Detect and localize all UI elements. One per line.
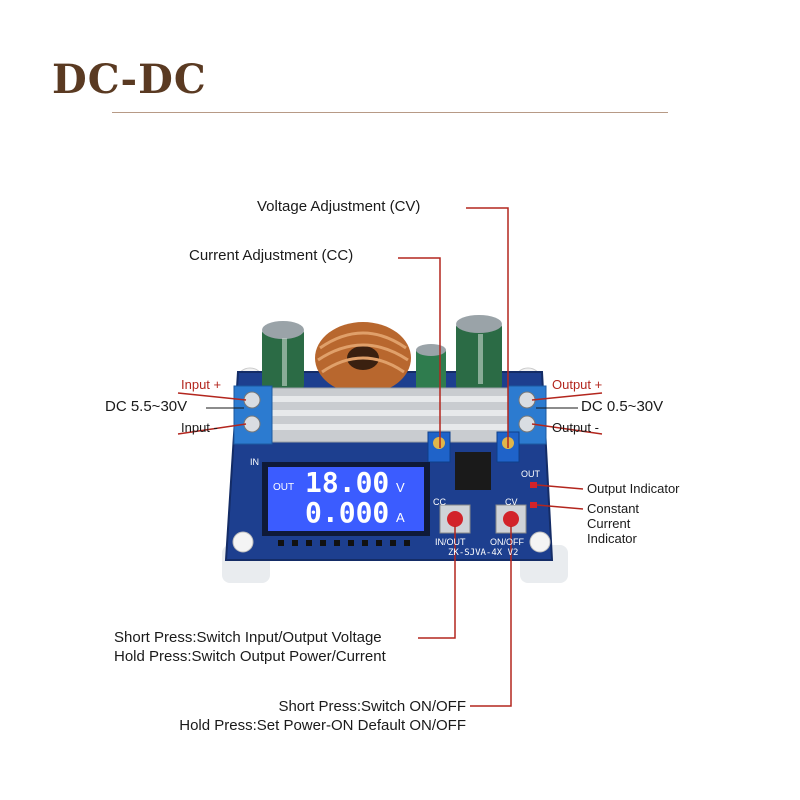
- cc-potentiometer: [427, 431, 451, 463]
- output-plus-label: Output +: [552, 377, 603, 392]
- output-range-label: DC 0.5~30V: [581, 398, 664, 415]
- output-minus-label: Output -: [552, 420, 599, 435]
- cc-indicator-line-3: Indicator: [587, 531, 637, 546]
- silk-in-out: IN/OUT: [435, 537, 466, 547]
- heatsink: [271, 387, 509, 443]
- left-button-hold-press: Hold Press:Switch Output Power/Current: [114, 648, 386, 665]
- silk-cc: CC: [433, 497, 446, 507]
- input-minus-label: Input -: [181, 420, 218, 435]
- right-button-hold-press: Hold Press:Set Power-ON Default ON/OFF: [179, 717, 466, 734]
- left-button-description: Short Press:Switch Input/Output Voltage …: [114, 628, 386, 666]
- left-button-short-press: Short Press:Switch Input/Output Voltage: [114, 629, 382, 646]
- output-indicator-label: Output Indicator: [587, 481, 680, 496]
- lcd-label: OUT: [273, 482, 295, 493]
- capacitor-right: [456, 315, 502, 390]
- lcd-voltage: 18.00: [305, 466, 390, 499]
- lcd-current-unit: A: [396, 510, 405, 525]
- lcd-display: [262, 462, 430, 536]
- silk-cv: CV: [505, 497, 518, 507]
- callout-lines: [177, 207, 603, 707]
- right-button-description: Short Press:Switch ON/OFF Hold Press:Set…: [156, 697, 466, 735]
- title-divider: [112, 112, 668, 113]
- cc-indicator-label: Constant Current Indicator: [587, 501, 639, 546]
- cc-indicator-line-2: Current: [587, 516, 631, 531]
- silk-on-off: ON/OFF: [490, 537, 524, 547]
- lcd-current: 0.000: [305, 496, 390, 529]
- current-adjust-label: Current Adjustment (CC): [189, 247, 354, 264]
- input-terminal: [233, 385, 273, 445]
- voltage-adjust-label: Voltage Adjustment (CV): [257, 198, 421, 215]
- capacitor-left: [262, 321, 304, 390]
- silk-in: IN: [250, 457, 259, 467]
- output-led: [530, 482, 537, 488]
- inductor-coil: [315, 322, 411, 394]
- pin-header: [278, 540, 410, 546]
- input-plus-label: Input +: [181, 377, 222, 392]
- silk-model: ZK-SJVA-4X V2: [448, 548, 519, 558]
- page-title: DC-DC: [52, 56, 207, 103]
- cc-indicator-line-1: Constant: [587, 501, 640, 516]
- cc-led: [530, 502, 537, 508]
- input-range-label: DC 5.5~30V: [105, 398, 188, 415]
- ic-chip: [455, 452, 491, 490]
- right-button-short-press: Short Press:Switch ON/OFF: [278, 698, 466, 715]
- silk-out: OUT: [521, 469, 540, 479]
- lcd-voltage-unit: V: [396, 480, 405, 495]
- capacitor-mid: [416, 344, 446, 390]
